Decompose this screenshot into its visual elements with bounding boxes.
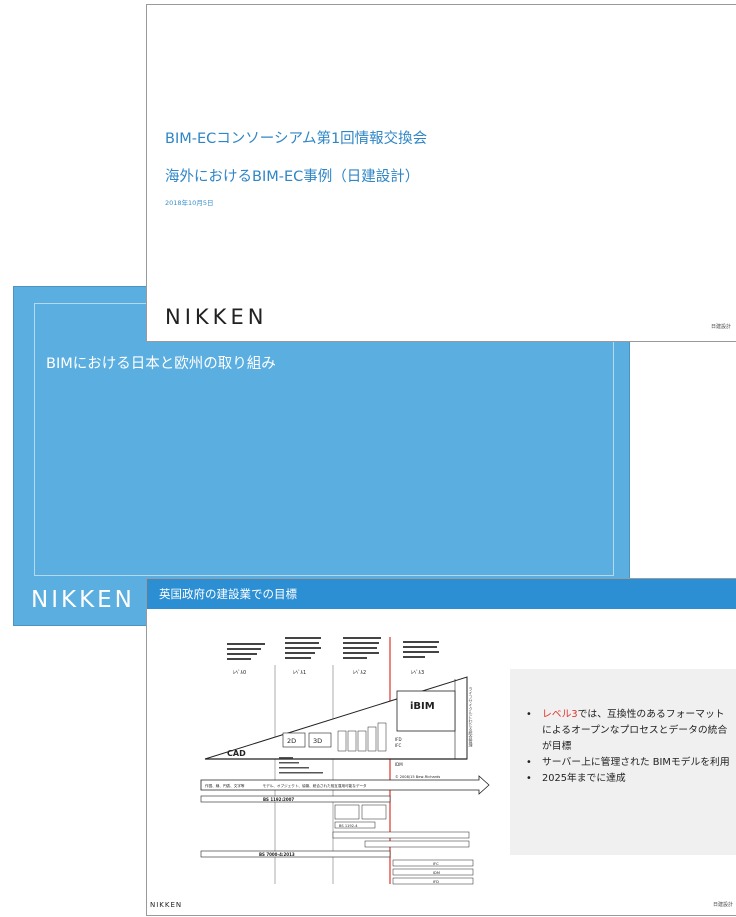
lifecycle-side-label: ライフサイクルにわたる統合管理: [469, 686, 474, 747]
slide-footer-company: 日建設計: [710, 324, 731, 330]
ifd-label-small: IFD: [395, 737, 402, 742]
bullet-list: • レベル3では、互換性のあるフォーマットによるオープンなプロセスとデータの統合が…: [524, 707, 730, 787]
bullet-item: • 2025年までに達成: [524, 771, 730, 787]
level-0-label: ﾚﾍﾞﾙ0: [233, 669, 246, 676]
desc-line: [343, 647, 377, 649]
desc-line: [403, 651, 439, 653]
desc-line: [403, 656, 425, 658]
bullet-text: サーバー上に管理された BIMモデルを利用: [542, 757, 730, 768]
pas-box: [334, 804, 360, 820]
nikken-logo: NIKKEN: [150, 901, 183, 909]
3d-label: 3D: [313, 737, 322, 745]
l2-column: [357, 730, 367, 752]
bs7000-bar: [200, 850, 391, 858]
progress-arrow: [200, 775, 490, 795]
desc-line: [403, 641, 439, 643]
title-slide-date: 2018年10月5日: [165, 199, 214, 207]
idm-label-small: IDM: [395, 762, 403, 767]
2d-label: 2D: [287, 737, 296, 745]
ibim-label: iBIM: [410, 701, 435, 712]
bullet-dot: •: [526, 709, 532, 720]
target-slide[interactable]: 英国政府の建設業での目標 ﾚﾍﾞﾙ0 ﾚﾍﾞﾙ1 ﾚﾍﾞﾙ2 ﾚﾍﾞﾙ3 iBI…: [146, 578, 736, 916]
level-3-label: ﾚﾍﾞﾙ3: [411, 669, 424, 676]
2d-box: [282, 732, 306, 748]
std-line: [279, 772, 323, 774]
bullet-text: 2025年までに達成: [542, 773, 626, 784]
3d-box: [308, 732, 332, 748]
idm-iso-label: IDM: [433, 871, 440, 875]
bim-maturity-diagram: ﾚﾍﾞﾙ0 ﾚﾍﾞﾙ1 ﾚﾍﾞﾙ2 ﾚﾍﾞﾙ3 iBIM 2D 3D CAD I…: [200, 637, 490, 885]
diagram-credit: © 2008/15 Bew-Richards: [395, 775, 440, 779]
level-2-label: ﾚﾍﾞﾙ2: [353, 669, 366, 676]
title-slide-title-line1: BIM-ECコンソーシアム第1回情報交換会: [165, 131, 428, 147]
cad-label: CAD: [227, 749, 246, 758]
bullet-item: • サーバー上に管理された BIMモデルを利用: [524, 755, 730, 771]
slide-header-title: 英国政府の建設業での目標: [159, 587, 297, 601]
bs1192-bar: [200, 795, 391, 803]
std-line: [279, 767, 309, 769]
l2-column: [377, 722, 387, 752]
level-1-label: ﾚﾍﾞﾙ1: [293, 669, 306, 676]
bullet-highlight: レベル3: [542, 709, 578, 720]
l2-column: [347, 730, 357, 752]
level-1-standards-lines: [279, 757, 323, 774]
bs7000-label: BS 7000-4:2013: [259, 852, 295, 857]
slide-inner-frame: [34, 303, 614, 576]
title-slide-title-line2: 海外におけるBIM-EC事例（日建設計）: [165, 169, 420, 185]
desc-line: [227, 653, 257, 655]
ifc-label-small: IFC: [395, 743, 401, 748]
slide-footer-company: 日建設計: [712, 902, 733, 908]
std-line: [279, 762, 299, 764]
desc-line: [227, 648, 261, 650]
bullet-panel: • レベル3では、互換性のあるフォーマットによるオープンなプロセスとデータの統合が…: [510, 669, 736, 855]
bs1192-4-bar: [334, 821, 376, 829]
ifd-iso-label: IFD: [433, 880, 439, 884]
ifc-iso-label: IFC: [433, 862, 439, 866]
ifd-iso-bar: [392, 877, 474, 885]
bullet-dot: •: [526, 773, 532, 784]
bullet-text: では、互換性のあるフォーマットによるオープンなプロセスとデータの統合が目標: [542, 709, 728, 752]
progress-arrow-text: 作図、線、円弧、文字等 モデル、オブジェクト、協働、統合された相互運用可能なデー…: [205, 783, 367, 788]
bs8541-bar-2: [364, 840, 470, 848]
pas-box: [361, 804, 387, 820]
section-slide-title: BIMにおける日本と欧州の取り組み: [46, 356, 276, 372]
desc-line: [343, 637, 381, 639]
desc-line: [285, 657, 311, 659]
bs1192-label: BS 1192:2007: [263, 797, 294, 802]
desc-line: [403, 646, 437, 648]
desc-line: [285, 652, 315, 654]
bullet-dot: •: [526, 757, 532, 768]
title-slide[interactable]: BIM-ECコンソーシアム第1回情報交換会 海外におけるBIM-EC事例（日建設…: [146, 4, 736, 342]
desc-line: [227, 643, 265, 645]
l2-column: [367, 726, 377, 752]
section-slide[interactable]: BIMにおける日本と欧州の取り組み NIKKEN: [13, 286, 630, 626]
level-2-columns: [337, 722, 387, 752]
nikken-logo: NIKKEN: [165, 305, 268, 329]
diagram-level-descriptions: [227, 637, 439, 660]
desc-line: [285, 637, 321, 639]
desc-line: [343, 642, 379, 644]
ibim-box: [396, 690, 456, 732]
idm-iso-bar: [392, 868, 474, 876]
bullet-item: • レベル3では、互換性のあるフォーマットによるオープンなプロセスとデータの統合が…: [524, 707, 730, 755]
slide-header-bar: 英国政府の建設業での目標: [147, 579, 736, 609]
bs8541-bar: [332, 831, 470, 839]
bs1192-4-label: BS 1192-4: [339, 824, 358, 828]
l2-column: [337, 730, 347, 752]
desc-line: [227, 658, 251, 660]
std-line: [279, 757, 293, 759]
desc-line: [285, 642, 319, 644]
nikken-logo: NIKKEN: [31, 587, 135, 613]
ifc-iso-bar: [392, 859, 474, 867]
desc-line: [343, 657, 367, 659]
desc-line: [343, 652, 379, 654]
desc-line: [285, 647, 321, 649]
